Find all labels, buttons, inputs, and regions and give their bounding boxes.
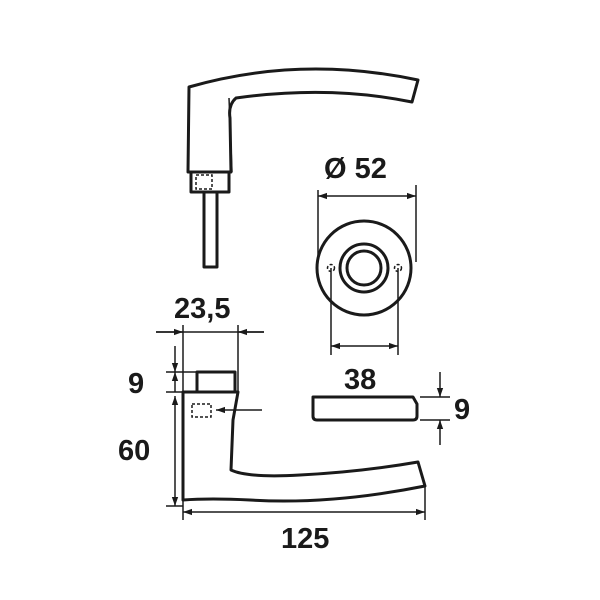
spindle-side [202, 190, 219, 269]
handle-length-label: 125 [281, 523, 329, 555]
dim-handle-height: 60 [118, 396, 183, 507]
rosette-side-view: 9 [311, 372, 470, 445]
spindle-square [195, 370, 237, 394]
spindle-height-label: 9 [128, 368, 144, 400]
rosette-top-view [315, 185, 417, 355]
dim-spindle-height: 9 [128, 346, 197, 400]
dim-rosette-diameter: Ø 52 [318, 153, 416, 200]
handle-side-view [186, 67, 420, 269]
spindle-width-label: 23,5 [174, 293, 230, 325]
spindle-hole-hidden [195, 174, 213, 190]
rosette-bore [345, 249, 383, 287]
rosette-profile [311, 395, 419, 422]
handle-side-edge [228, 97, 233, 173]
rosette-height-label: 9 [454, 394, 470, 426]
handle-side-lever [186, 67, 420, 174]
rosette-diameter-label: Ø 52 [324, 153, 387, 185]
dim-screw-spacing: 38 [331, 342, 398, 396]
handle-height-label: 60 [118, 435, 150, 467]
spindle-hole-hidden [191, 403, 212, 418]
dim-handle-length: 125 [182, 486, 426, 555]
handle-front-view [181, 370, 427, 503]
screw-spacing-label: 38 [344, 364, 376, 396]
dim-spindle-width: 23,5 [156, 293, 264, 392]
